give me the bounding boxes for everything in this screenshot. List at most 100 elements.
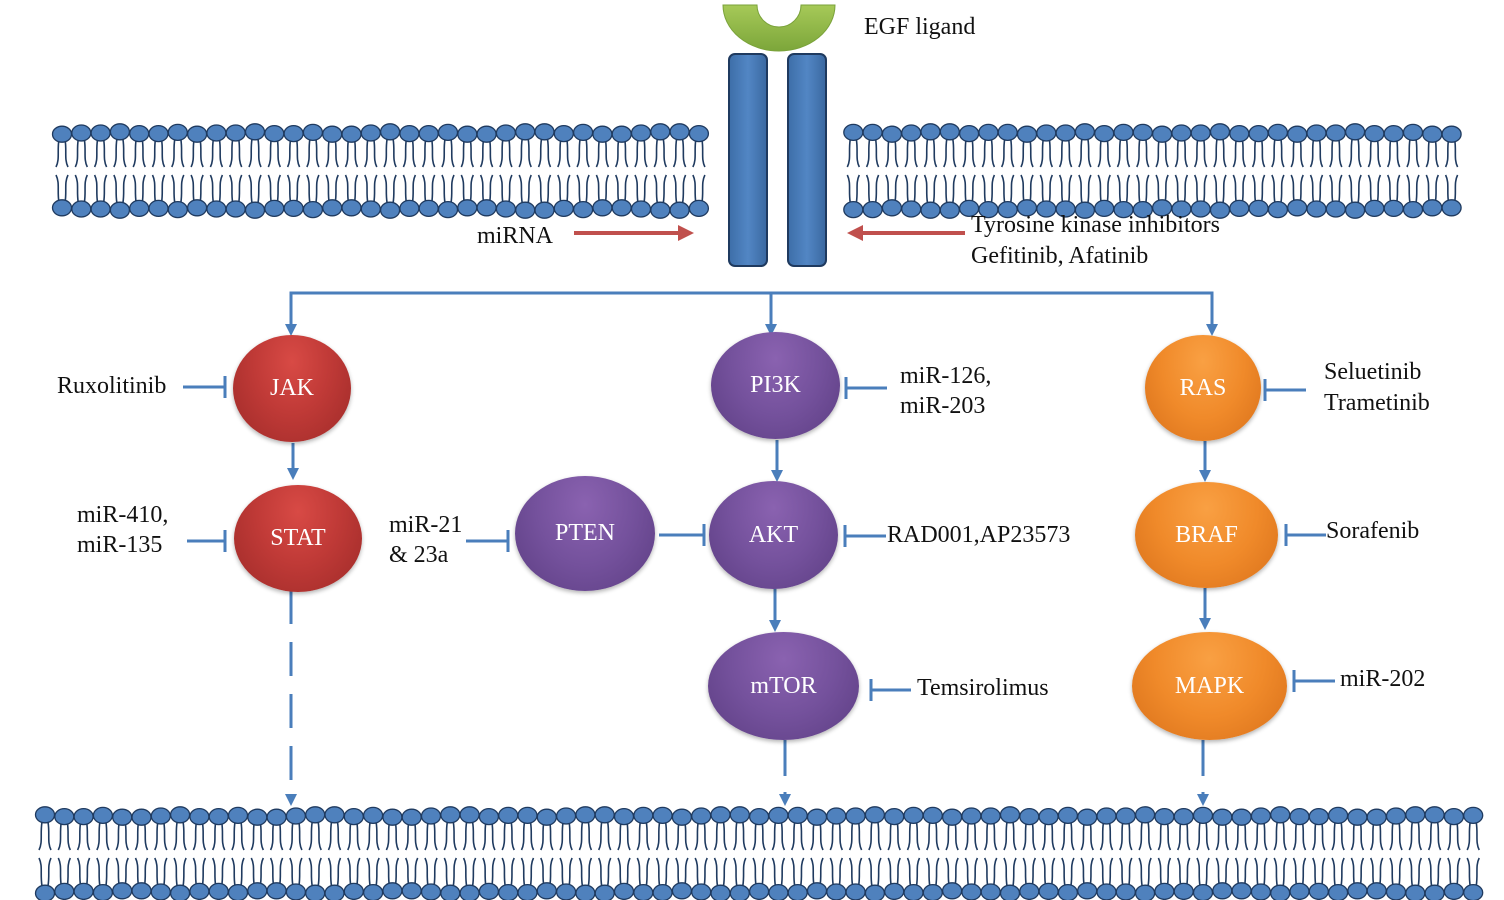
lipid-tail bbox=[733, 821, 747, 851]
inhibitor-mir-202: miR-202 bbox=[1340, 666, 1426, 692]
lipid-head bbox=[1344, 201, 1366, 219]
lipid-tail bbox=[1041, 821, 1056, 851]
lipid-head bbox=[247, 882, 268, 900]
lipid-tail bbox=[383, 138, 397, 168]
lipid-head bbox=[244, 123, 266, 141]
lipid-head bbox=[1134, 884, 1156, 900]
lipid-tail bbox=[113, 138, 127, 168]
node-jak: JAK bbox=[233, 335, 351, 442]
lipid-head bbox=[129, 124, 150, 143]
lipid-tail bbox=[93, 138, 108, 168]
lipid-head bbox=[420, 883, 442, 900]
inhibitor-mir-21: miR-21 bbox=[389, 512, 463, 538]
lipid-head bbox=[884, 882, 905, 900]
lipid-tail bbox=[347, 857, 361, 887]
lipid-tail bbox=[209, 174, 224, 204]
lipid-tail bbox=[1041, 857, 1056, 887]
lipid-tail bbox=[1155, 138, 1169, 168]
lipid-tail bbox=[713, 857, 728, 887]
lipid-tail bbox=[1022, 821, 1037, 851]
lipid-head bbox=[112, 808, 133, 826]
lipid-tail bbox=[344, 174, 359, 204]
lipid-tail bbox=[327, 821, 342, 851]
lipid-tail bbox=[366, 857, 380, 887]
lipid-tail bbox=[537, 174, 552, 204]
lipid-tail bbox=[151, 138, 166, 168]
lipid-tail bbox=[1312, 857, 1326, 887]
lipid-head bbox=[1424, 884, 1445, 900]
lipid-tail bbox=[923, 174, 938, 204]
lipid-head bbox=[457, 199, 478, 217]
lipid-head bbox=[189, 807, 210, 826]
lipid-head bbox=[592, 199, 613, 217]
lipid-head bbox=[961, 883, 982, 900]
lipid-head bbox=[1424, 806, 1445, 824]
lipid-tail bbox=[1232, 174, 1247, 204]
lipid-head bbox=[1325, 124, 1346, 142]
lipid-tail bbox=[1447, 857, 1461, 887]
lipid-tail bbox=[1061, 857, 1075, 887]
lipid-head bbox=[553, 124, 574, 143]
lipid-head bbox=[1036, 124, 1057, 142]
lipid-tail bbox=[1099, 857, 1114, 887]
lipid-head bbox=[922, 883, 943, 900]
lipid-tail bbox=[692, 174, 706, 204]
lipid-tail bbox=[286, 138, 301, 168]
lipid-tail bbox=[1080, 857, 1094, 887]
lipid-head bbox=[266, 882, 287, 900]
inhibitor-23a: & 23a bbox=[389, 542, 449, 568]
lipid-tail bbox=[96, 857, 110, 887]
lipid-tail bbox=[306, 174, 320, 204]
lipid-tail bbox=[250, 821, 265, 851]
lipid-head bbox=[1347, 882, 1368, 900]
lipid-tail bbox=[38, 857, 52, 887]
lipid-tail bbox=[868, 857, 882, 887]
lipid-tail bbox=[1292, 857, 1307, 887]
lipid-tail bbox=[1271, 138, 1285, 168]
lipid-head bbox=[459, 884, 480, 900]
lipid-tail bbox=[1193, 138, 1208, 168]
lipid-tail bbox=[537, 138, 552, 168]
lipid-head bbox=[343, 807, 364, 826]
lipid-head bbox=[1231, 808, 1252, 826]
lipid-tail bbox=[269, 857, 284, 887]
lipid-tail bbox=[962, 138, 976, 168]
inhibit-stat bbox=[187, 530, 227, 552]
lipid-head bbox=[1074, 123, 1096, 141]
lipid-head bbox=[1115, 883, 1136, 900]
lipid-tail bbox=[576, 138, 590, 168]
lipid-tail bbox=[421, 138, 436, 168]
lipid-tail bbox=[634, 138, 648, 168]
lipid-head bbox=[534, 201, 555, 219]
lipid-head bbox=[1173, 807, 1194, 826]
lipid-head bbox=[939, 123, 960, 141]
lipid-head bbox=[901, 124, 922, 142]
lipid-tail bbox=[1215, 857, 1230, 887]
lipid-tail bbox=[443, 857, 458, 887]
lipid-head bbox=[1132, 123, 1153, 142]
lipid-tail bbox=[636, 821, 651, 851]
mirna-label: miRNA bbox=[477, 223, 554, 249]
lipid-tail bbox=[402, 174, 417, 204]
lipid-tail bbox=[325, 174, 339, 204]
lipid-tail bbox=[482, 857, 496, 887]
lipid-head bbox=[1113, 123, 1134, 142]
lipid-tail bbox=[1309, 138, 1324, 168]
lipid-head bbox=[112, 882, 133, 900]
lipid-head bbox=[1154, 807, 1175, 826]
lipid-head bbox=[997, 123, 1018, 142]
lipid-head bbox=[495, 124, 517, 142]
lipid-head bbox=[1463, 883, 1484, 900]
lipid-head bbox=[903, 883, 924, 900]
lipid-tail bbox=[1039, 138, 1054, 168]
lipid-head bbox=[630, 200, 652, 218]
lipid-head bbox=[787, 883, 808, 900]
lipid-tail bbox=[790, 821, 805, 851]
lipid-tail bbox=[752, 821, 766, 851]
lipid-tail bbox=[1213, 138, 1227, 168]
lipid-head bbox=[382, 808, 403, 826]
lipid-tail bbox=[1292, 821, 1307, 851]
lipid-tail bbox=[325, 138, 339, 168]
lipid-tail bbox=[1138, 821, 1152, 851]
lipid-tail bbox=[171, 138, 185, 168]
